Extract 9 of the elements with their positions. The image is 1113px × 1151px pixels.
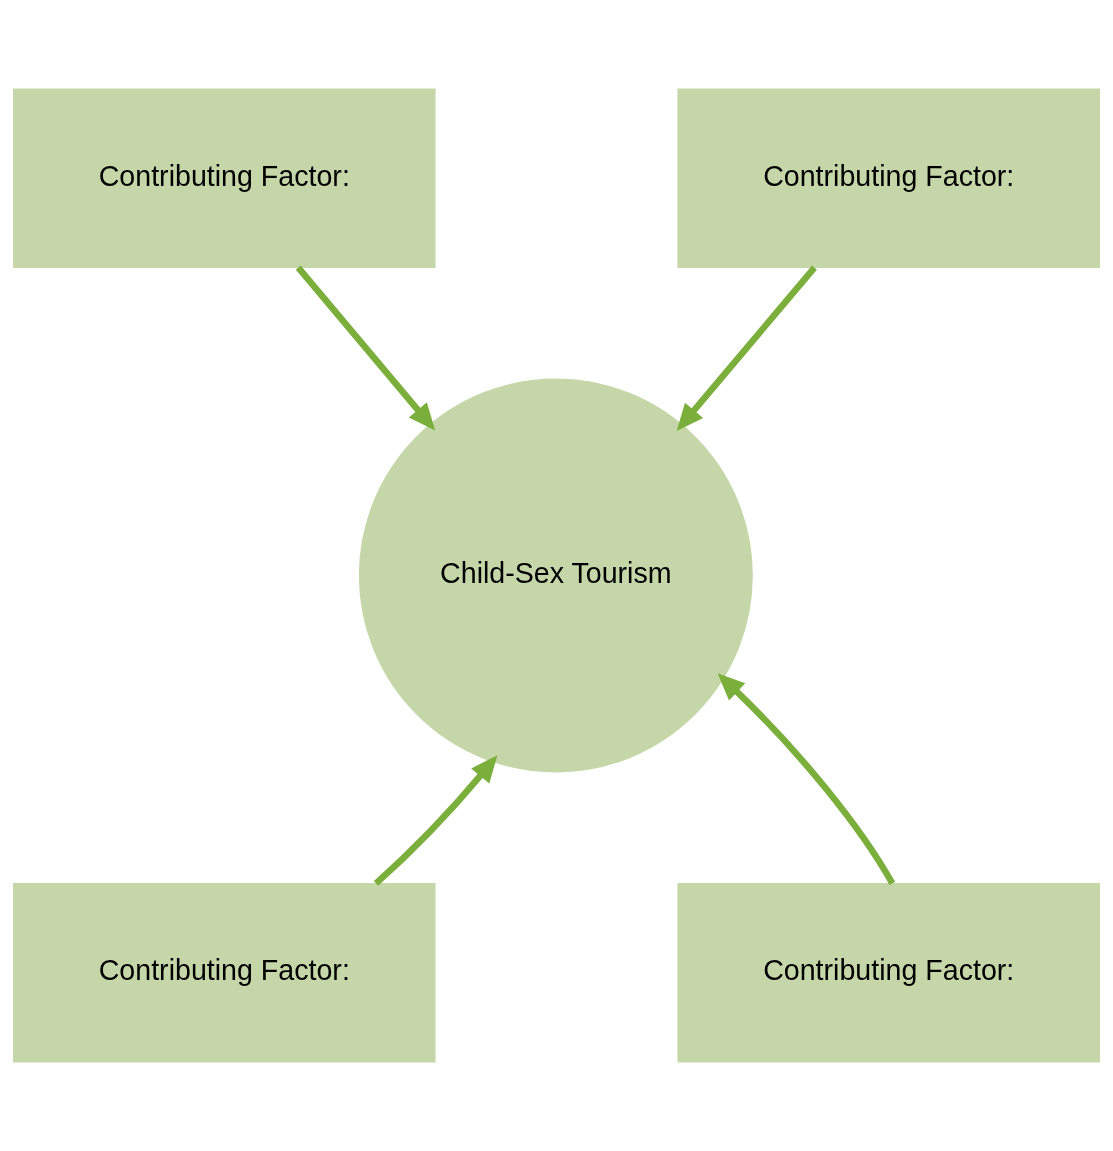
node-circle: Child-Sex Tourism [358, 378, 753, 773]
arrow [717, 673, 896, 886]
node-box: Contributing Factor: [13, 88, 436, 268]
node-box: Contributing Factor: [13, 883, 436, 1063]
arrow [676, 265, 817, 431]
arrow [373, 755, 498, 886]
node-box: Contributing Factor: [677, 883, 1100, 1063]
node-box: Contributing Factor: [677, 88, 1100, 268]
arrow [295, 265, 436, 431]
